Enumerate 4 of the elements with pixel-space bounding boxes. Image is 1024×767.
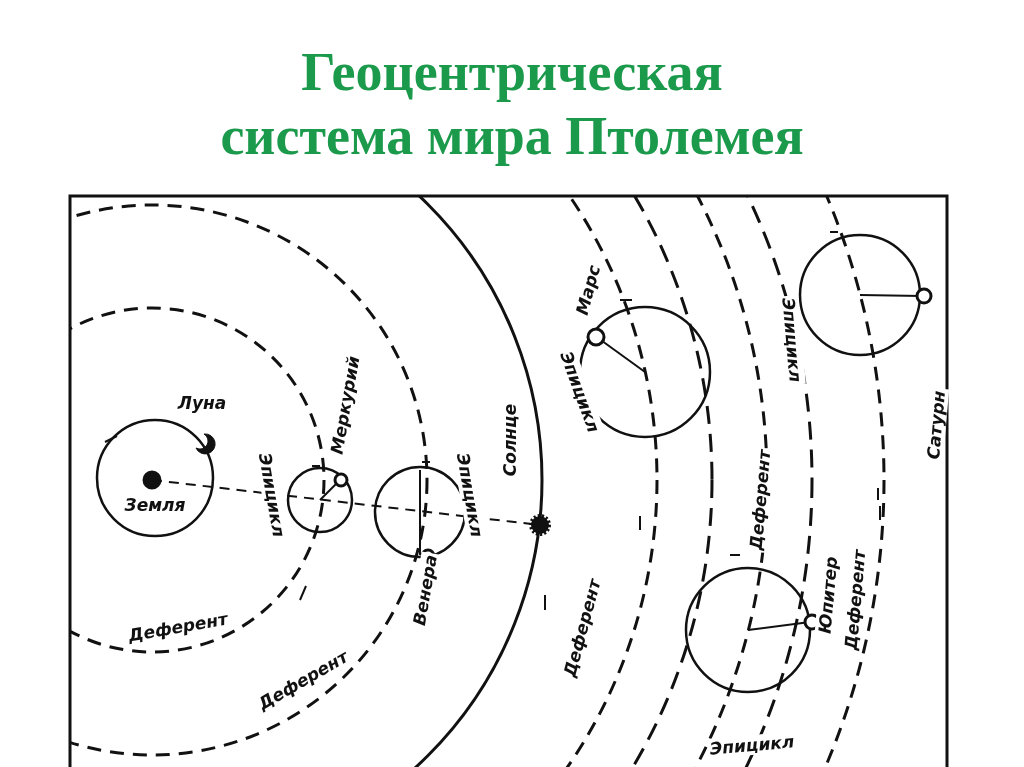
title: Геоцентрическая система мира Птолемея (219, 41, 805, 168)
planet-label: Солнце (500, 401, 520, 479)
planet-label: Луна (175, 393, 229, 413)
orbit-label: Эпицикл (707, 731, 797, 759)
